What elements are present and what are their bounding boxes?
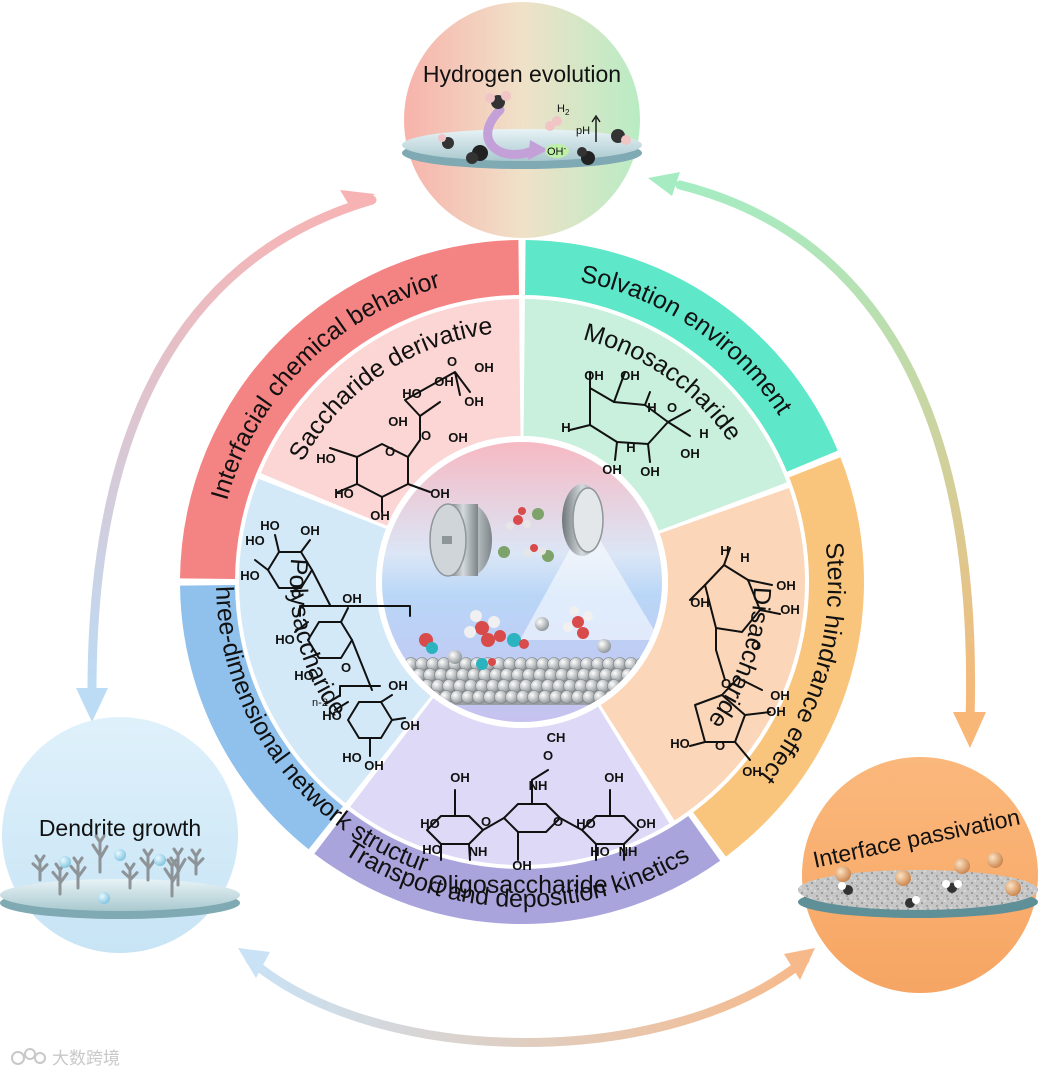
svg-text:HO: HO [342,750,362,765]
svg-text:H: H [647,400,656,415]
svg-text:OH: OH [400,718,420,733]
svg-text:OH: OH [450,770,470,785]
label-oligosaccharide: Oligosaccharide [428,871,607,899]
svg-text:OH: OH [780,602,800,617]
svg-text:OH: OH [342,591,362,606]
svg-text:OH: OH [620,368,640,383]
svg-text:O: O [667,400,677,415]
svg-text:OH: OH [388,678,408,693]
svg-text:O: O [447,354,457,369]
svg-text:O: O [291,586,301,601]
svg-text:O: O [715,738,725,753]
svg-text:OH: OH [370,508,390,523]
center-illustration [376,436,668,728]
svg-text:HO: HO [240,568,260,583]
svg-text:H: H [699,426,708,441]
svg-text:OH: OH [602,462,622,477]
watermark: 大数跨境 [11,1048,120,1068]
svg-text:OH: OH [742,764,762,779]
svg-text:OH: OH [434,374,454,389]
svg-text:n-2: n-2 [312,697,328,709]
node-hydrogen-title: Hydrogen evolution [423,61,621,87]
svg-text:OH: OH [690,595,710,610]
svg-text:HO: HO [334,486,354,501]
svg-text:OH: OH [300,523,320,538]
svg-text:HO: HO [260,518,280,533]
svg-text:H: H [740,550,749,565]
outer-sector-network [180,585,343,850]
svg-text:HO: HO [402,386,422,401]
svg-text:OH: OH [604,770,624,785]
svg-text:OH: OH [636,816,656,831]
svg-text:OH: OH [770,688,790,703]
svg-text:NH: NH [469,844,488,859]
svg-text:CH: CH [547,730,566,745]
svg-text:OH: OH [640,464,660,479]
node-hydrogen-evolution: Hydrogen evolution H2 pH OH- [402,2,642,238]
watermark-text: 大数跨境 [52,1049,120,1068]
svg-text:NH: NH [619,844,638,859]
cycle-arrow-icon [76,172,986,1047]
svg-text:H: H [561,420,570,435]
svg-text:OH: OH [776,578,796,593]
svg-text:HO: HO [294,668,314,683]
svg-text:O: O [385,444,395,459]
svg-text:OH: OH [430,486,450,501]
node-dendrite-growth: Dendrite growth [0,717,240,953]
ph-label: pH [576,125,590,137]
svg-text:O: O [341,660,351,675]
svg-text:O: O [543,748,553,763]
svg-text:OH: OH [448,430,468,445]
node-interface-passivation: Interface passivation [798,757,1038,993]
svg-text:O: O [481,814,491,829]
svg-text:HO: HO [590,844,610,859]
svg-text:H: H [720,543,729,558]
svg-text:OH: OH [584,368,604,383]
svg-text:HO: HO [316,451,336,466]
svg-text:HO: HO [322,708,342,723]
inner-sector-monosaccharide [523,299,787,531]
outer-sector-transport [314,809,721,924]
outer-ring [180,240,864,924]
svg-text:O: O [553,814,563,829]
outer-sector-interfacial [180,240,519,579]
inner-sector-polysaccharide [238,478,431,804]
svg-text:OH: OH [388,414,408,429]
outer-sector-steric [693,457,864,857]
svg-text:OH: OH [680,446,700,461]
h2-label: H2 [557,103,570,117]
molecule-icon [419,507,611,670]
svg-text:HO: HO [670,736,690,751]
inner-sector-disaccharide [600,487,805,821]
svg-text:HO: HO [245,533,265,548]
svg-text:OH: OH [474,360,494,375]
svg-text:OH: OH [512,858,532,873]
svg-text:HO: HO [422,842,442,857]
inner-sector-derivative [260,299,521,526]
svg-text:O: O [421,428,431,443]
svg-text:OH: OH [364,758,384,773]
svg-text:H: H [626,440,635,455]
electrode-cylinder-right [562,484,604,556]
node-dendrite-title: Dendrite growth [39,815,201,841]
oh-label: OH- [547,144,567,158]
svg-text:OH: OH [766,704,786,719]
electrode-cylinder-left [429,503,492,577]
svg-text:HO: HO [576,816,596,831]
svg-text:O: O [751,638,761,653]
svg-text:OH: OH [464,394,484,409]
svg-text:NH: NH [529,778,548,793]
svg-text:HO: HO [420,816,440,831]
svg-text:HO: HO [275,632,295,647]
svg-text:O: O [721,676,731,691]
outer-sector-solvation [525,240,838,472]
